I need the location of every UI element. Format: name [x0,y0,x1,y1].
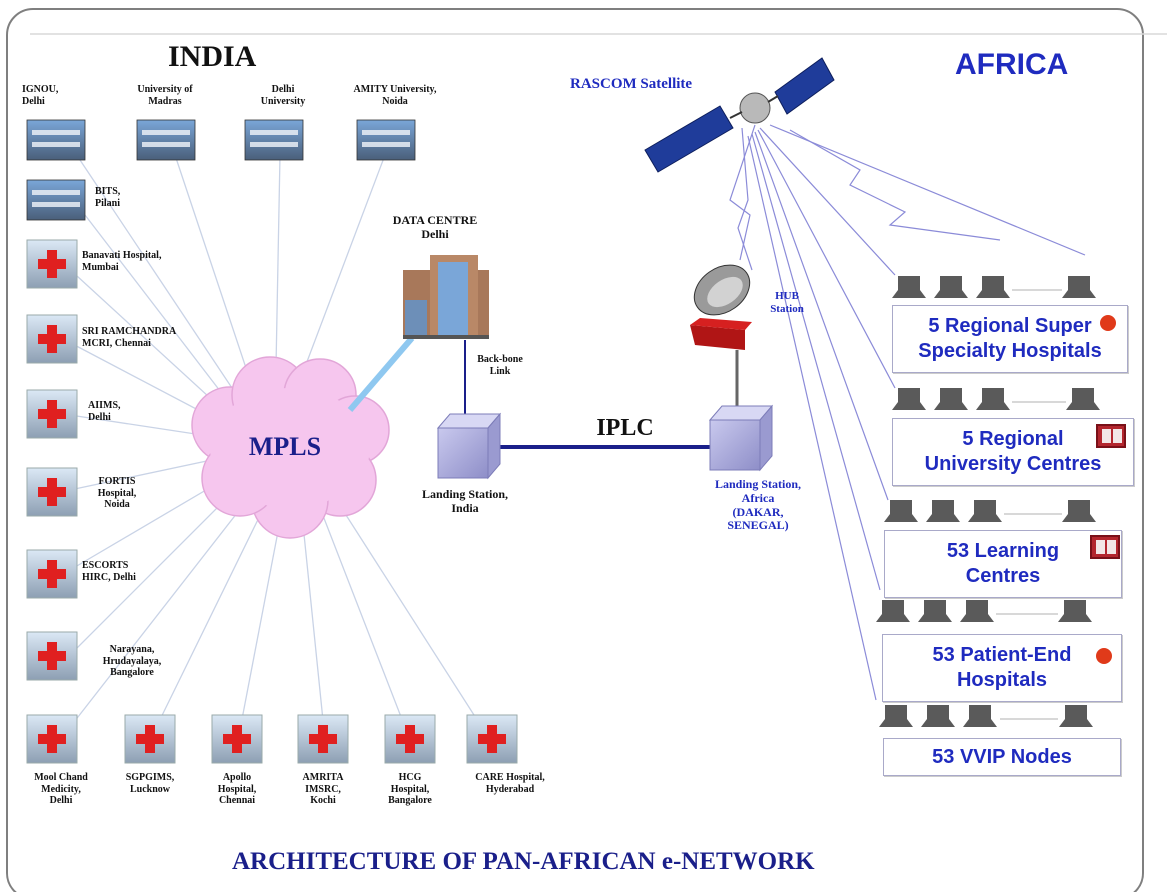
satellite-label: RASCOM Satellite [570,76,693,92]
hospital-icons [26,239,518,764]
landing-station-india-label: Landing Station,India [421,487,509,515]
satellite-icon [644,57,835,173]
iplc-label: IPLC [596,415,654,441]
university-label-ignou: IGNOU,Delhi [22,84,59,107]
landing-station-africa-label: Landing Station,Africa(DAKAR,SENEGAL) [714,477,802,533]
hub-dish-icon [690,264,752,350]
india-header: INDIA [168,40,257,73]
book-icon [1096,424,1126,448]
landing-cube-africa [708,404,774,472]
book-icon [1090,535,1120,559]
university-label-amity: AMITY University,Noida [353,84,437,107]
africa-terminals [876,276,1100,727]
africa-box-vvip: 53 VVIP Nodes [883,738,1121,776]
red-dot-icon [1100,315,1116,331]
hospital-label-banavati: Banavati Hospital,Mumbai [82,250,162,273]
diagram-title: ARCHITECTURE OF PAN-AFRICAN e-NETWORK [232,848,815,875]
outer-border [6,8,1144,892]
red-dot-icon [1096,648,1112,664]
hospital-label-narayana: Narayana,Hrudayalaya,Bangalore [102,644,162,678]
hospital-label-aiims: AIIMS,Delhi [88,400,121,423]
mpls-label: MPLS [248,432,322,461]
hospital-label-sgpgims: SGPGIMS,Lucknow [125,772,175,795]
satellite-beams [729,124,1086,701]
landing-cube-india [436,412,502,480]
africa-header: AFRICA [955,48,1069,81]
data-centre-building [403,255,489,339]
mpls-cloud [191,356,390,539]
university-buildings [26,119,416,221]
datacentre-link [347,336,415,412]
hospital-label-care: CARE Hospital,Hyderabad [475,772,545,795]
university-label-bits: BITS,Pilani [95,186,121,209]
